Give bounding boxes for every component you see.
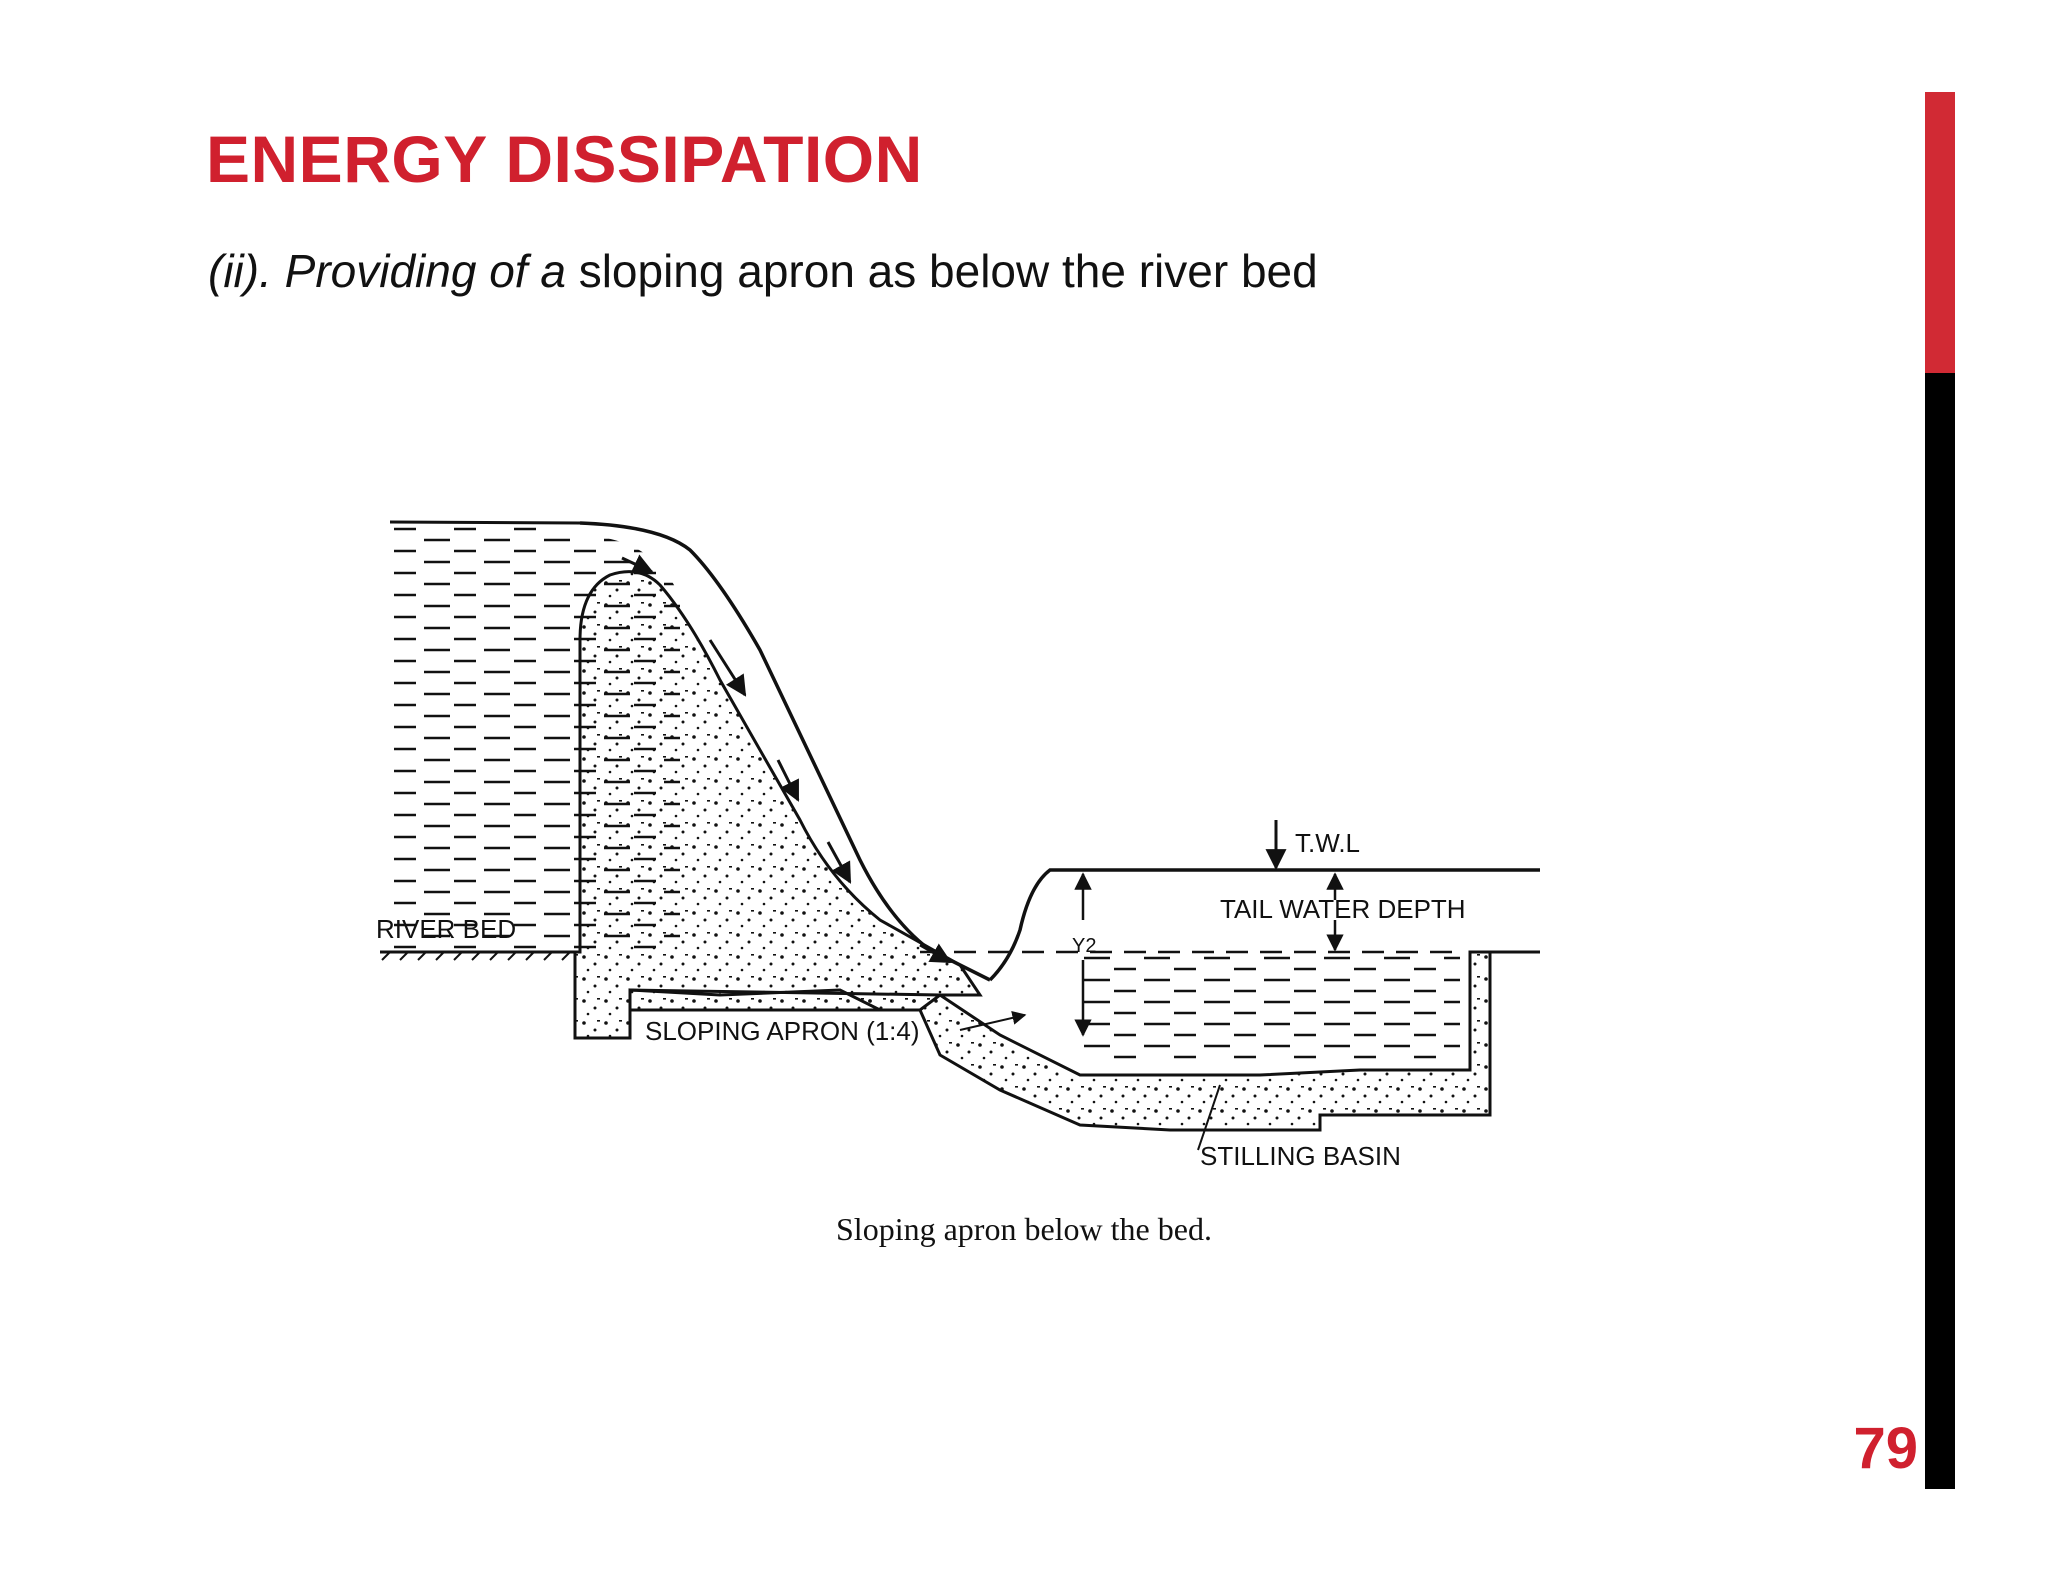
hydraulic-jump xyxy=(988,868,1540,982)
stilling-basin-leader xyxy=(1197,1084,1221,1151)
stilling-basin-label: STILLING BASIN xyxy=(1200,1141,1401,1171)
river-bed-left xyxy=(380,950,580,961)
sloping-apron-leader xyxy=(959,1011,1027,1031)
sloping-apron-label: SLOPING APRON (1:4) xyxy=(645,1016,920,1046)
subtitle-rest: sloping apron as below the river bed xyxy=(565,245,1318,297)
page-number: 79 xyxy=(1853,1416,1918,1481)
sloping-apron xyxy=(628,950,1492,1132)
subtitle-italic: (ii). Providing of a xyxy=(208,245,566,297)
weir-body xyxy=(573,570,983,1040)
tail-water-depth-label: TAIL WATER DEPTH xyxy=(1220,894,1466,924)
tail-water xyxy=(1080,950,1460,1060)
slide-subtitle: (ii). Providing of a sloping apron as be… xyxy=(208,246,1318,297)
y2-label: Y2 xyxy=(1072,935,1096,957)
slide-title: ENERGY DISSIPATION xyxy=(206,122,923,196)
accent-bar-black xyxy=(1925,373,1955,1489)
river-bed-label: RIVER BED xyxy=(376,914,516,944)
flow-arrows xyxy=(621,554,952,964)
sloping-apron-diagram: T.W.L TAIL WATER DEPTH Y2 RIVER BED SLOP… xyxy=(376,520,1540,1247)
upstream-water-surface xyxy=(579,521,991,982)
diagram-caption: Sloping apron below the bed. xyxy=(836,1211,1212,1247)
twl-label: T.W.L xyxy=(1295,828,1360,858)
accent-bar-red xyxy=(1925,92,1955,373)
